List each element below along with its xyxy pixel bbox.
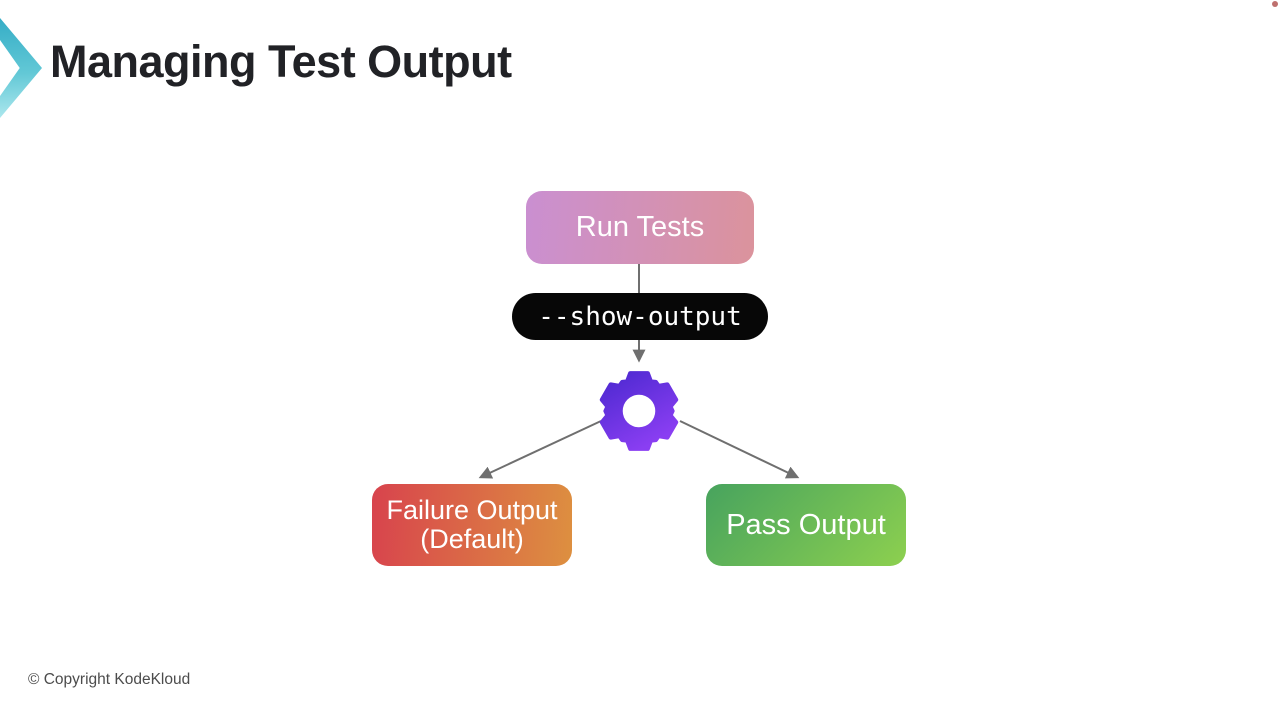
page-title: Managing Test Output	[50, 36, 512, 87]
copyright-notice: © Copyright KodeKloud	[28, 671, 191, 688]
node-show-output-flag: --show-output	[512, 293, 768, 340]
run-tests-label: Run Tests	[575, 211, 705, 243]
node-failure-output: Failure Output (Default)	[372, 484, 572, 566]
node-run-tests: Run Tests	[526, 191, 754, 264]
show-output-flag-label: --show-output	[538, 301, 742, 332]
record-indicator-dot	[1272, 1, 1278, 7]
failure-output-sublabel: (Default)	[420, 524, 524, 554]
pass-output-label: Pass Output	[726, 508, 886, 541]
settings-gear-icon	[595, 367, 683, 455]
node-pass-output: Pass Output	[706, 484, 906, 566]
failure-output-label: Failure Output	[386, 495, 558, 526]
